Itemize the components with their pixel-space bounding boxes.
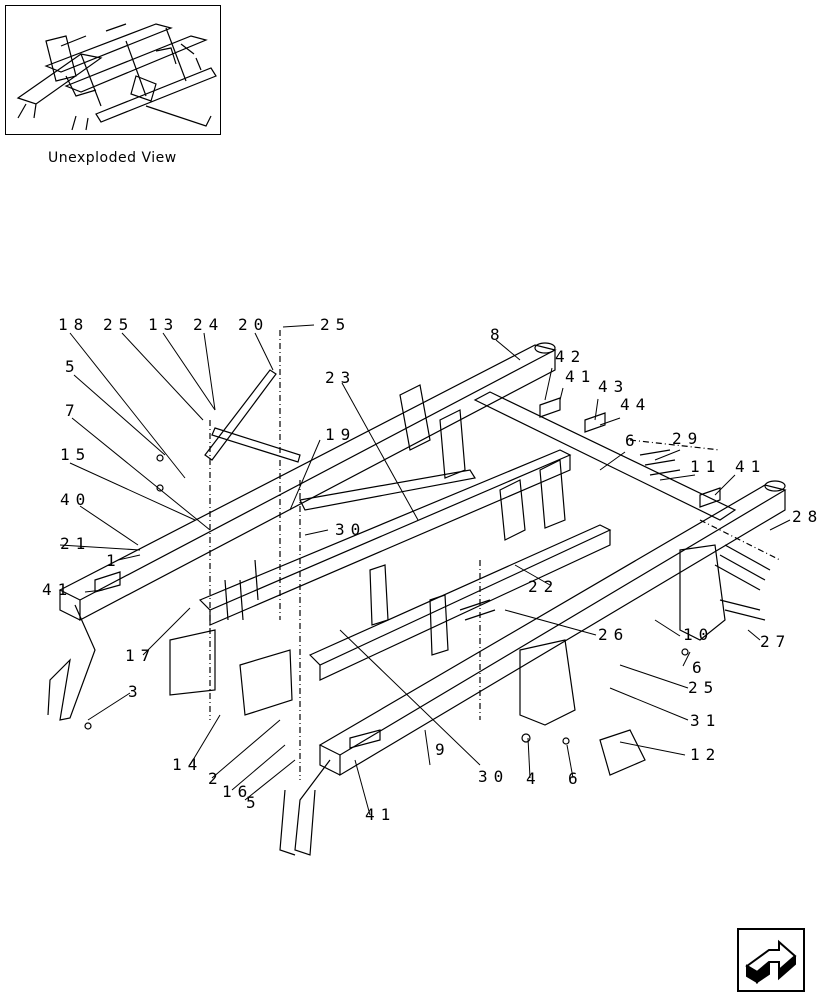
callout-label: 27 (760, 632, 791, 651)
callout-label: 20 (238, 315, 269, 334)
callout-label: 44 (620, 395, 651, 414)
callout-label: 6 (625, 431, 641, 450)
callout-label: 5 (65, 357, 81, 376)
callout-label: 2 (208, 769, 224, 788)
callout-label: 21 (60, 534, 91, 553)
callout-label: 6 (568, 769, 584, 788)
callout-label: 10 (683, 625, 714, 644)
next-page-button[interactable] (737, 928, 805, 992)
callout-label: 41 (735, 457, 766, 476)
inset-caption: Unexploded View (48, 150, 177, 166)
callout-label: 41 (565, 367, 596, 386)
callout-label: 12 (690, 745, 721, 764)
callout-label: 3 (128, 682, 144, 701)
callout-label: 15 (60, 445, 91, 464)
callout-label: 30 (335, 520, 366, 539)
callout-label: 23 (325, 368, 356, 387)
callout-label: 43 (598, 377, 629, 396)
callout-label: 28 (792, 507, 820, 526)
callout-label: 4 (526, 769, 542, 788)
frame-linework (47, 330, 787, 856)
callout-label: 25 (103, 315, 134, 334)
callout-label: 1 (106, 551, 122, 570)
callout-label: 30 (478, 767, 509, 786)
callout-label: 18 (58, 315, 89, 334)
unexploded-view-inset (5, 5, 221, 135)
callout-label: 41 (42, 580, 73, 599)
callout-label: 8 (490, 325, 506, 344)
callout-label: 5 (246, 793, 262, 812)
callout-label: 17 (125, 646, 156, 665)
next-page-arrow-icon (745, 939, 797, 984)
callout-label: 25 (688, 678, 719, 697)
callout-label: 14 (172, 755, 203, 774)
callout-label: 9 (435, 740, 451, 759)
callout-label: 26 (598, 625, 629, 644)
callout-label: 22 (528, 577, 559, 596)
callout-label: 11 (690, 457, 721, 476)
callout-label: 16 (222, 782, 253, 801)
leader-lines (59, 324, 791, 816)
callout-label: 41 (365, 805, 396, 824)
callout-label: 29 (672, 429, 703, 448)
callout-label: 6 (692, 658, 708, 677)
callout-label: 42 (555, 347, 586, 366)
callout-label: 19 (325, 425, 356, 444)
callout-labels: 18 25 13 24 20 25 8 5 23 42 41 43 44 7 1… (42, 315, 820, 824)
callout-label: 25 (320, 315, 351, 334)
callout-label: 40 (60, 490, 91, 509)
callout-label: 7 (65, 401, 81, 420)
callout-label: 13 (148, 315, 179, 334)
callout-label: 24 (193, 315, 224, 334)
unexploded-frame-thumbnail (16, 23, 217, 131)
callout-label: 31 (690, 711, 721, 730)
